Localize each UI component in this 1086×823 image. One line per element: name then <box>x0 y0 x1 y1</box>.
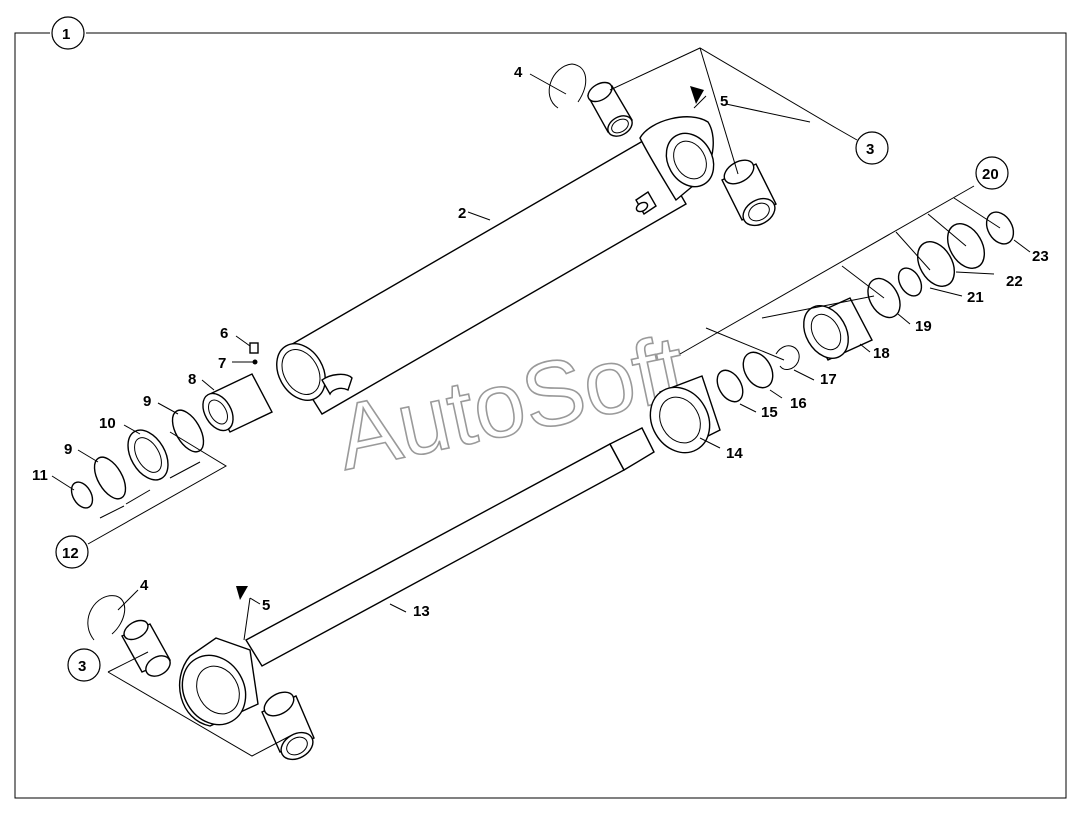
label-4a: 4 <box>514 64 523 81</box>
label-11: 11 <box>32 467 48 484</box>
label-19: 19 <box>915 318 932 335</box>
tube-eye-head <box>639 116 715 202</box>
label-7: 7 <box>218 355 226 372</box>
piston-rod <box>245 427 655 667</box>
ring-21 <box>897 267 923 297</box>
ball-7 <box>252 359 258 365</box>
o-ring-9a <box>171 409 205 453</box>
label-13: 13 <box>413 603 430 620</box>
label-5a: 5 <box>720 93 728 110</box>
grease-fitting-top <box>690 86 704 104</box>
label-23: 23 <box>1032 248 1049 265</box>
rod-eye-end <box>178 637 259 727</box>
leader-lines <box>51 47 1031 757</box>
sleeve-bushing-bottom <box>261 691 315 761</box>
label-2: 2 <box>458 205 466 222</box>
upper-bushing-top <box>587 81 633 137</box>
label-14: 14 <box>726 445 743 462</box>
label-22: 22 <box>1006 273 1023 290</box>
label-21: 21 <box>967 289 984 306</box>
label-6: 6 <box>220 325 228 342</box>
diagram-frame <box>14 32 1067 799</box>
ring-15 <box>716 369 744 403</box>
callout-3b-circle <box>67 648 101 682</box>
label-4b: 4 <box>140 577 149 594</box>
label-12: 12 <box>62 545 79 562</box>
label-9b: 9 <box>64 441 72 458</box>
o-ring-22a <box>916 241 956 287</box>
snap-ring-top <box>548 63 587 109</box>
gland-18 <box>803 297 873 361</box>
ring-10 <box>127 429 169 481</box>
label-18: 18 <box>873 345 890 362</box>
piston-14 <box>649 375 721 454</box>
ring-11 <box>70 481 94 509</box>
label-15: 15 <box>761 404 778 421</box>
label-3b: 3 <box>78 658 86 675</box>
o-ring-9b <box>93 456 127 500</box>
callout-3a-circle <box>855 131 889 165</box>
label-10: 10 <box>99 415 116 432</box>
grease-fitting-bottom <box>236 586 248 600</box>
callout-20-circle <box>975 156 1009 190</box>
label-16: 16 <box>790 395 807 412</box>
callout-12-circle <box>55 535 89 569</box>
callout-1-circle <box>51 16 85 50</box>
label-9a: 9 <box>143 393 151 410</box>
plug-6 <box>249 342 259 354</box>
ring-16 <box>742 351 774 389</box>
label-20: 20 <box>982 166 999 183</box>
label-3a: 3 <box>866 141 874 158</box>
snap-ring-bottom <box>87 595 126 641</box>
label-1: 1 <box>62 26 70 43</box>
cylinder-tube <box>276 137 687 415</box>
sleeve-bushing-top <box>721 159 777 227</box>
head-gland-8 <box>202 373 273 433</box>
ring-17 <box>775 345 800 370</box>
label-8: 8 <box>188 371 196 388</box>
upper-bushing-bottom <box>121 619 171 677</box>
label-5b: 5 <box>262 597 270 614</box>
label-17: 17 <box>820 371 837 388</box>
